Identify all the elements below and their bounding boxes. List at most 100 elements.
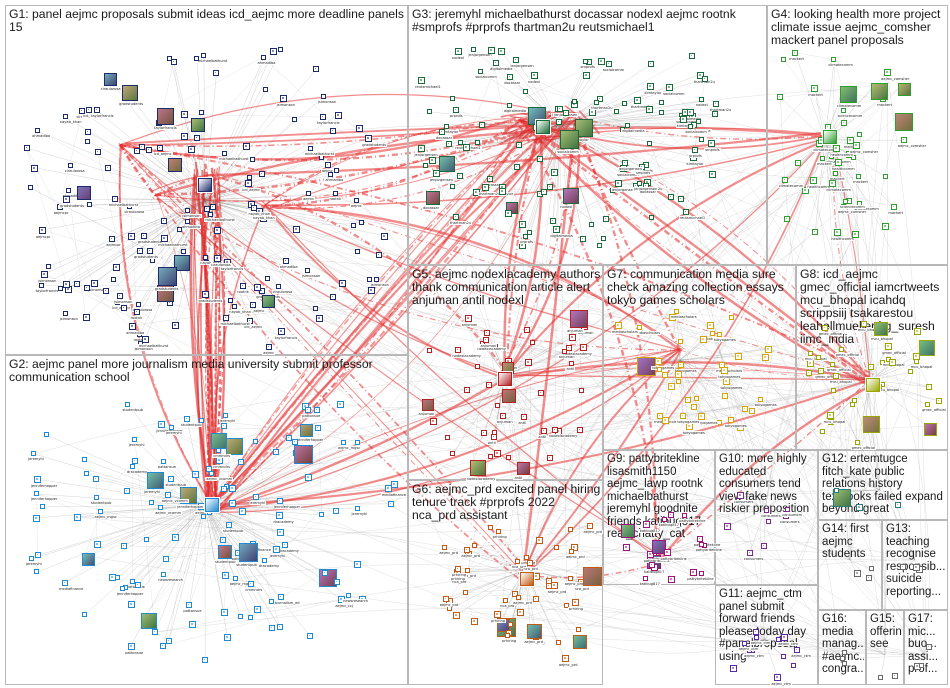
node-g6[interactable] [471,542,477,548]
node-g2[interactable] [225,521,232,528]
node-g3[interactable] [541,189,548,196]
node-g5[interactable] [499,412,506,419]
node-g12[interactable] [855,504,863,512]
node-g2[interactable] [239,542,259,562]
node-g3[interactable] [614,180,622,188]
node-g15[interactable] [892,673,899,680]
node-g3[interactable] [589,221,595,227]
node-g7[interactable] [657,367,663,373]
node-g8[interactable] [818,367,825,374]
node-g1[interactable] [110,277,116,283]
node-g6[interactable] [561,655,569,663]
node-g4[interactable] [856,132,862,138]
node-g1[interactable] [214,227,222,235]
node-g8[interactable] [863,415,881,433]
node-g1[interactable] [45,263,51,269]
node-g1[interactable] [249,301,256,308]
node-g10[interactable] [736,492,744,500]
node-g4[interactable] [853,142,861,150]
node-g3[interactable] [553,226,561,234]
node-g11[interactable] [790,663,796,669]
node-g7[interactable] [614,321,622,329]
node-g1[interactable] [161,234,169,242]
node-g2[interactable] [319,512,325,518]
node-g10[interactable] [764,508,770,514]
node-g1[interactable] [277,46,283,52]
node-g3[interactable] [600,236,606,242]
node-g1[interactable] [254,283,262,291]
node-g3[interactable] [698,97,704,103]
node-g3[interactable] [518,220,526,228]
node-g5[interactable] [483,336,490,343]
node-g1[interactable] [279,95,287,103]
node-g2[interactable] [225,437,243,455]
node-g6[interactable] [583,566,603,586]
node-g10[interactable] [724,522,732,530]
node-g8[interactable] [832,373,839,380]
node-g4[interactable] [840,119,847,126]
node-g1[interactable] [223,315,230,322]
node-g3[interactable] [659,110,665,116]
node-g5[interactable] [475,363,481,369]
node-g5[interactable] [445,434,451,440]
node-g5[interactable] [494,450,502,458]
node-g3[interactable] [452,107,459,114]
node-g1[interactable] [111,195,118,202]
node-g1[interactable] [185,208,191,214]
node-g2[interactable] [31,450,37,456]
node-g2[interactable] [354,440,360,446]
node-g7[interactable] [735,352,743,360]
node-g9[interactable] [642,575,648,581]
node-g5[interactable] [546,455,553,462]
node-g15[interactable] [877,674,883,680]
node-g4[interactable] [832,171,838,177]
node-g16[interactable] [842,661,848,667]
node-g2[interactable] [35,552,42,559]
node-g1[interactable] [209,204,216,211]
node-g2[interactable] [224,633,232,641]
node-g1[interactable] [367,276,373,282]
node-g7[interactable] [675,378,681,384]
node-g4[interactable] [900,137,907,144]
node-g3[interactable] [487,175,494,182]
node-g5[interactable] [490,433,497,440]
node-g3[interactable] [563,187,580,204]
node-g3[interactable] [457,172,464,179]
node-g7[interactable] [655,357,663,365]
node-g12[interactable] [834,487,840,493]
node-g9[interactable] [682,513,688,519]
node-g1[interactable] [94,107,101,114]
node-g3[interactable] [682,208,689,215]
node-g5[interactable] [569,333,577,341]
node-g5[interactable] [566,345,573,352]
node-g3[interactable] [580,235,587,242]
node-g1[interactable] [328,172,334,178]
node-g1[interactable] [282,258,289,265]
node-g2[interactable] [228,485,236,493]
node-g6[interactable] [586,523,593,530]
node-g1[interactable] [213,70,220,77]
node-g7[interactable] [673,309,679,314]
node-g2[interactable] [143,537,149,543]
node-g2[interactable] [322,569,329,576]
node-g2[interactable] [161,572,167,578]
node-g2[interactable] [128,642,136,650]
node-g1[interactable] [121,304,128,311]
node-g2[interactable] [202,657,209,664]
node-g2[interactable] [28,555,34,561]
node-g3[interactable] [583,72,591,80]
node-g1[interactable] [293,225,301,233]
node-g13[interactable] [900,563,907,570]
node-g16[interactable] [842,650,848,656]
node-g3[interactable] [622,101,628,107]
node-g1[interactable] [330,293,337,300]
node-g9[interactable] [622,544,630,552]
node-g3[interactable] [658,99,664,105]
node-g7[interactable] [710,331,716,337]
node-g1[interactable] [200,52,206,58]
node-g1[interactable] [320,114,327,121]
node-g5[interactable] [523,326,530,333]
node-g1[interactable] [315,315,323,323]
node-g6[interactable] [470,618,478,626]
node-g7[interactable] [721,367,729,375]
